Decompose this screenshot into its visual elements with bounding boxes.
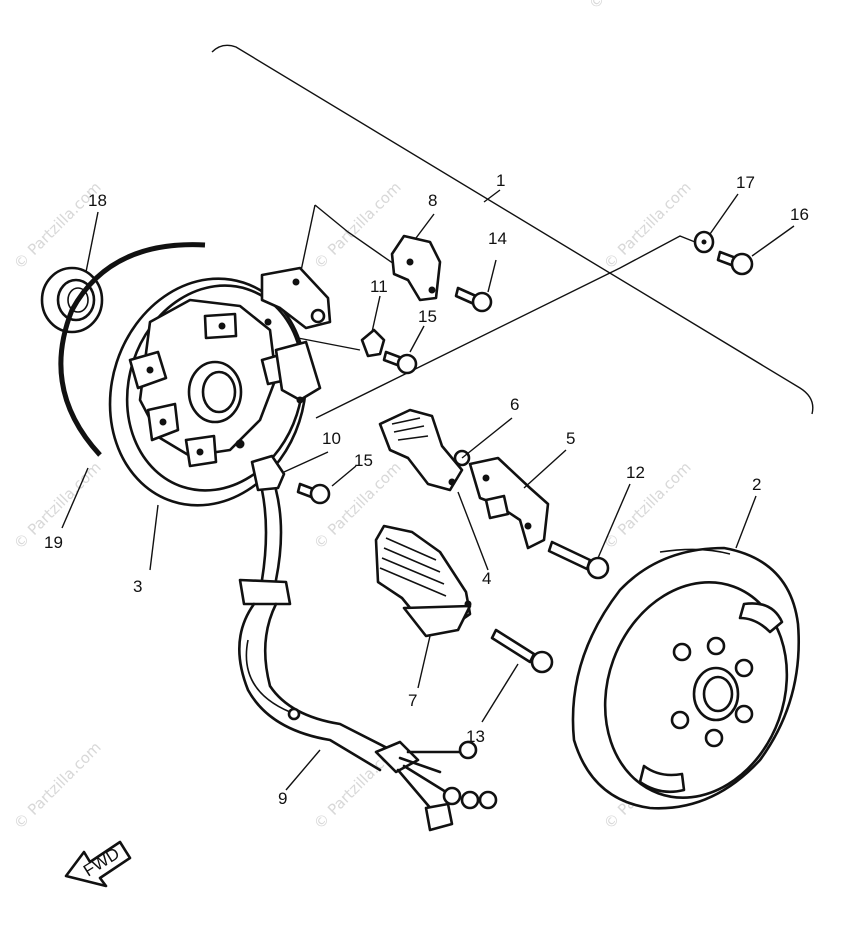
screw-15-lower — [296, 482, 331, 505]
callout-14: 14 — [488, 229, 507, 248]
callout-15-upper: 15 — [418, 307, 437, 326]
leader-lines — [61, 189, 795, 791]
cam-lubricator — [360, 328, 386, 358]
screw-16 — [716, 250, 754, 276]
flywheel-rotor — [571, 546, 800, 810]
lighting-coil — [374, 524, 472, 638]
callout-2: 2 — [752, 475, 761, 494]
callout-5: 5 — [566, 429, 575, 448]
source-coil — [378, 408, 471, 492]
stator-base — [108, 266, 332, 507]
wire-harness — [238, 454, 498, 832]
callout-12: 12 — [626, 463, 645, 482]
callout-19: 19 — [44, 533, 63, 552]
callout-17: 17 — [736, 173, 755, 192]
callout-15-lower: 15 — [354, 451, 373, 470]
callout-8: 8 — [428, 191, 437, 210]
callout-7: 7 — [408, 691, 417, 710]
callout-6: 6 — [510, 395, 519, 414]
watermark: © Partzilla.com — [310, 178, 405, 273]
watermark: © Partzilla.com — [600, 178, 695, 273]
callout-10: 10 — [322, 429, 341, 448]
contact-breaker — [390, 234, 442, 302]
callout-16: 16 — [790, 205, 809, 224]
callout-labels: 1 2 3 4 5 6 7 8 9 10 11 12 13 14 15 15 1… — [44, 171, 809, 808]
fwd-arrow-icon: FWD — [64, 840, 132, 888]
callout-13: 13 — [466, 727, 485, 746]
coil-bracket — [468, 456, 550, 550]
oil-seal — [40, 266, 104, 334]
screw-14 — [454, 286, 493, 313]
watermark: © Partzilla.com — [600, 458, 695, 553]
washer-17 — [693, 230, 715, 254]
screw-13 — [490, 628, 554, 674]
callout-4: 4 — [482, 569, 491, 588]
callout-3: 3 — [133, 577, 142, 596]
callout-11: 11 — [370, 277, 388, 296]
callout-1: 1 — [496, 171, 505, 190]
screw-12 — [547, 540, 610, 580]
o-ring — [58, 242, 206, 457]
screw-15-upper — [382, 350, 418, 375]
callout-9: 9 — [278, 789, 287, 808]
watermark: © Partzilla.com — [585, 0, 680, 13]
watermark: © Partzilla.com — [10, 738, 105, 833]
callout-18: 18 — [88, 191, 107, 210]
